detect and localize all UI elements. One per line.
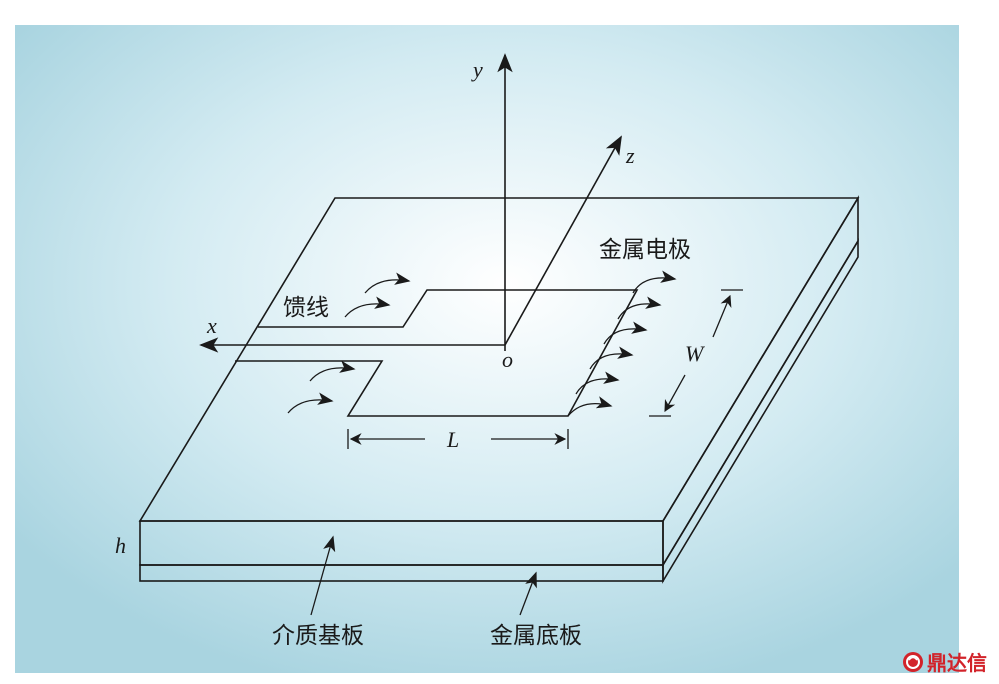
z-axis [504,135,622,346]
field-arrow-left-4 [287,392,334,414]
z-axis-label: z [625,143,635,168]
y-axis-label: y [471,57,483,82]
field-arrow-left-1 [364,272,411,294]
metal-ground-label: 金属底板 [490,623,582,649]
substrate-leader-arrow [310,535,336,616]
field-arrow-left-2 [344,296,391,318]
field-arrow-right-4 [589,346,634,370]
width-label: W [685,341,705,366]
height-label: h [115,533,126,558]
field-arrow-right-1 [632,270,677,294]
length-label: L [446,427,459,452]
diagram-panel: y z x o L W h 馈线 金属电极 介质基板 金属底板 [15,25,959,673]
field-arrow-right-3 [603,321,648,345]
metal-electrode-label: 金属电极 [599,237,691,263]
feed-line-label: 馈线 [283,295,329,321]
watermark-text: 鼎达信 [927,651,987,675]
field-arrow-right-2 [617,296,662,320]
watermark: 鼎达信 [902,647,987,676]
origin-label: o [502,347,513,372]
dielectric-substrate-label: 介质基板 [272,623,364,649]
watermark-logo-icon [903,651,923,672]
field-arrow-right-6 [567,396,613,417]
microstrip-antenna-diagram: y z x o L W h 馈线 金属电极 介质基板 金属底板 [15,25,959,673]
patch-and-feed-outline [235,289,639,417]
ground-plane-side-face [662,238,859,584]
field-arrow-left-3 [309,360,356,382]
field-arrow-right-5 [575,371,620,395]
x-axis-label: x [206,313,217,338]
ground-leader-arrow [519,571,537,616]
width-arrow-top [712,294,732,338]
width-arrow-bottom [664,374,686,413]
panel-background [15,25,959,673]
